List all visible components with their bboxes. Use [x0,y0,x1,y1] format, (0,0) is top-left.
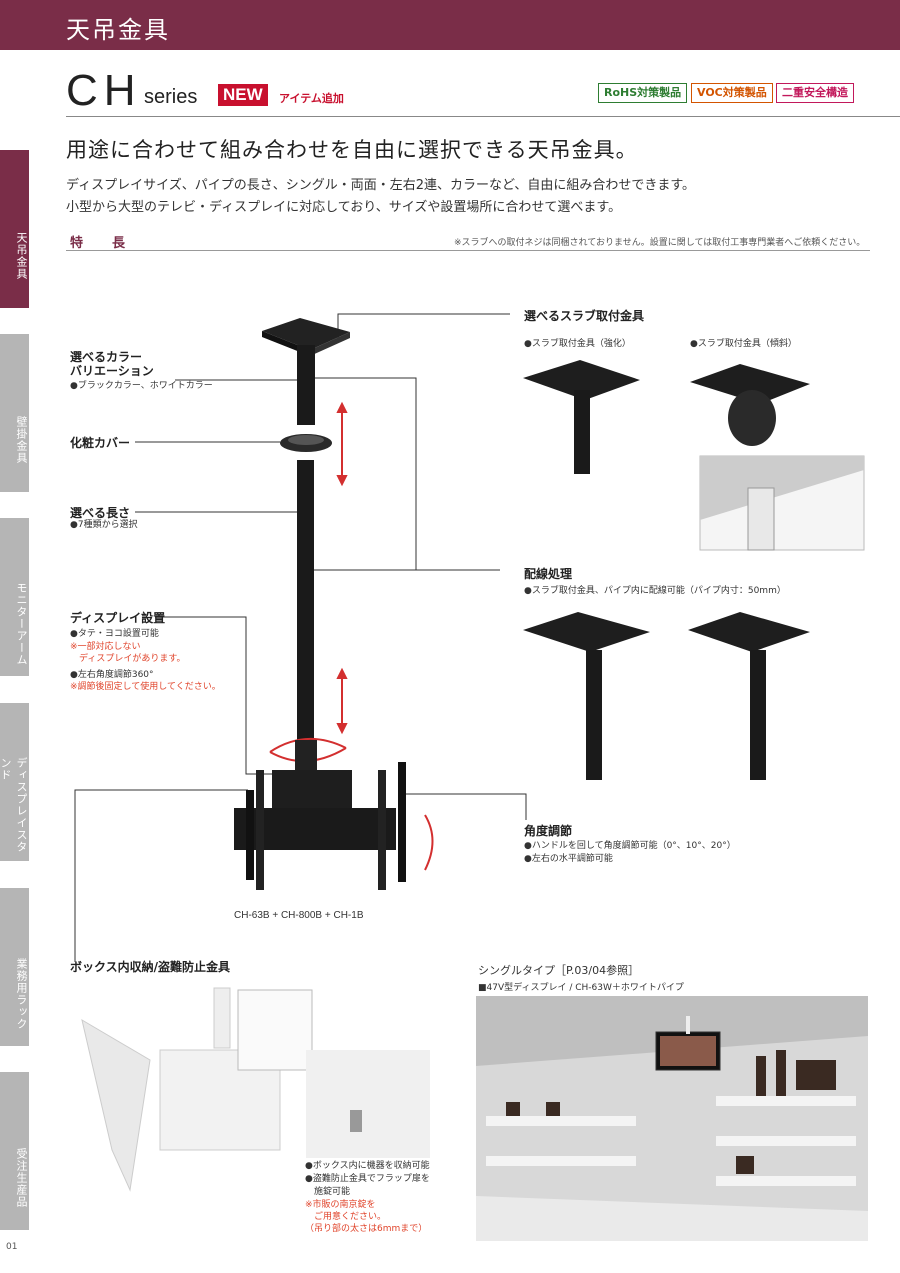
headline: 用途に合わせて組み合わせを自由に選択できる天吊金具。 [66,138,638,162]
box-title: ボックス内収納/盗難防止金具 [70,960,231,974]
product-caption: CH-63B + CH-800B + CH-1B [234,910,364,921]
display-note: ※一部対応しない [70,642,141,652]
adjust-arrows [269,401,434,871]
new-sub: アイテム追加 [279,92,344,105]
side-tab-wall[interactable]: 壁掛金具 [0,334,29,492]
white-box-bracket-icon [81,987,313,1192]
slab-sub-a: ●スラブ取付金具（強化） [524,339,631,349]
display-note: ※調節後固定して使用してください。 [70,682,221,692]
pipe-upper [297,345,315,425]
description-line: ディスプレイサイズ、パイプの長さ、シングル・両面・左右2連、カラーなど、自由に組… [66,178,696,193]
divider [66,250,870,251]
display-label: ディスプレイ設置 [70,611,166,625]
bracket-icon [234,762,406,890]
cert-rohs-badge: RoHS対策製品 [598,83,688,103]
display-note: ディスプレイがあります。 [70,654,186,664]
showroom-image [476,996,868,1241]
series-ch: CH [66,66,142,115]
length-sub: ●7種類から選択 [70,520,138,530]
box-note: ※市販の南京錠を [305,1200,376,1210]
header-bar [0,0,900,50]
padlock-inset [306,1050,430,1158]
series-word: series [144,86,198,108]
slab-label: 選べるスラブ取付金具 [524,309,645,323]
tilt-inset [699,455,865,551]
display-sub: ●タテ・ヨコ設置可能 [70,629,159,639]
box-sub: ●盗難防止金具でフラップ扉を [305,1174,430,1184]
side-tab-custom[interactable]: 受注生産品 [0,1072,29,1230]
showroom-photo [476,996,868,1241]
cert-safety-badge: 二重安全構造 [776,83,854,103]
page-title: 天吊金具 [66,16,170,44]
display-sub: ●左右角度調節360° [70,670,154,680]
description-line: 小型から大型のテレビ・ディスプレイに対応しており、サイズや設置場所に合わせて選べ… [66,200,622,215]
angle-sub: ●左右の水平調節可能 [524,854,613,864]
box-sub: ●ボックス内に機器を収納可能 [305,1161,430,1171]
new-badge: NEW [218,84,268,106]
box-sub: 施錠可能 [305,1187,351,1197]
box-note: ご用意ください。 [305,1212,387,1222]
wiring-label: 配線処理 [524,567,573,581]
color-label-1: 選べるカラー [70,350,143,364]
divider [66,116,900,117]
wiring-sub: ●スラブ取付金具、パイプ内に配線可能（パイプ内寸：50mm） [524,586,786,596]
slab-sub-b: ●スラブ取付金具（傾斜） [690,339,797,349]
angle-sub: ●ハンドルを回して角度調節可能（0°、10°、20°） [524,841,736,851]
pipe-main [297,460,314,750]
page-number: 01 [6,1242,18,1252]
single-title: シングルタイプ［P.03/04参照］ [478,964,640,977]
wiring-bracket-icon [523,612,810,780]
slab-bracket-tilted-icon [690,364,810,446]
cover-label: 化粧カバー [70,436,131,450]
side-tab-display-stand[interactable]: ディスプレイスタンド [0,703,29,861]
color-label-2: バリエーション [70,364,154,378]
cert-voc-badge: VOC対策製品 [691,83,773,103]
series-row: CH series NEW アイテム追加 RoHS対策製品 VOC対策製品 二重… [66,66,870,116]
features-note: ※スラブへの取付ネジは同梱されておりません。設置に関しては取付工事専門業者へご依… [454,238,866,248]
side-tab-monitor-arm[interactable]: モニターアーム [0,518,29,676]
features-title: 特 長 [70,236,134,251]
length-label: 選べる長さ [70,506,131,520]
slab-bracket-reinforced-icon [523,360,640,474]
color-sub: ●ブラックカラー、ホワイトカラー [70,381,213,391]
single-sub: ■47V型ディスプレイ / CH-63W＋ホワイトパイプ [478,983,684,993]
side-tab-ceiling[interactable]: 天吊金具 [0,150,29,308]
side-tab-rack[interactable]: 業務用ラック [0,888,29,1046]
angle-label: 角度調節 [524,824,573,838]
box-note: （吊り部の太さは6mmまで） [305,1224,428,1234]
leader-lines [74,313,527,962]
